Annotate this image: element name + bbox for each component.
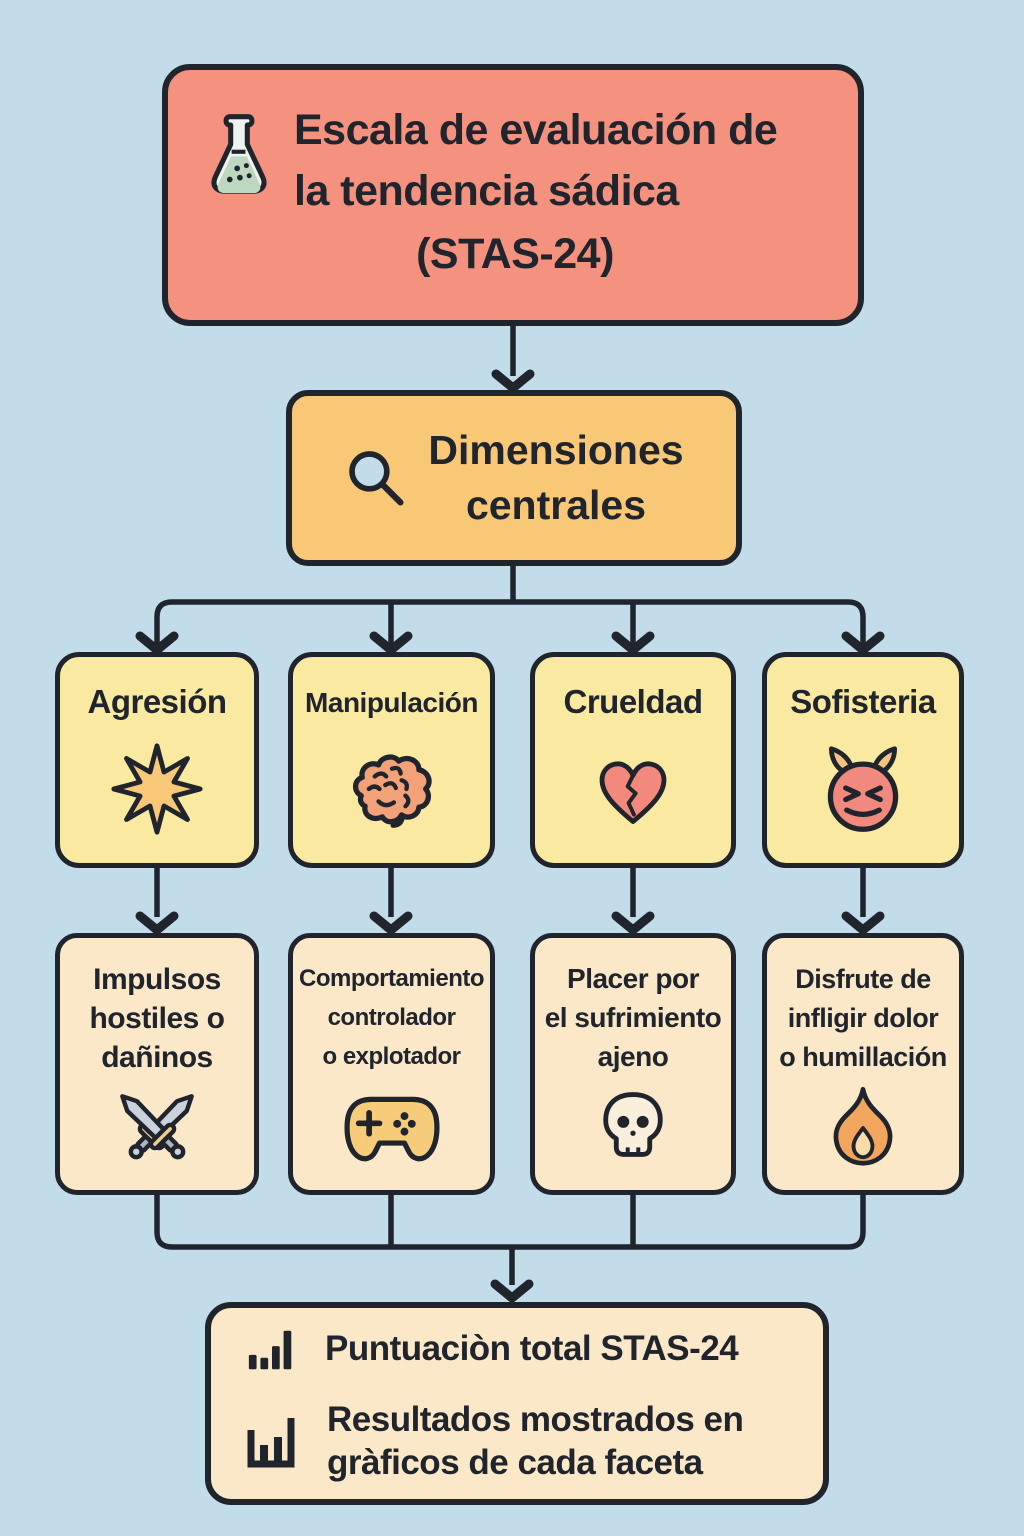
- skull-icon: [589, 1077, 677, 1190]
- desc-box-agresion: Impulsos hostiles o dañinos: [55, 933, 259, 1195]
- title-line-2: la tendencia sádica: [294, 167, 679, 216]
- result-row2-line2: gràficos de cada faceta: [327, 1442, 703, 1482]
- dimensions-box: Dimensiones centrales: [286, 390, 742, 566]
- facet-box-crueldad: Crueldad: [530, 652, 736, 868]
- facet-label: Sofisteria: [790, 683, 936, 720]
- desc-line: el sufrimiento: [544, 1001, 722, 1033]
- desc-line: Disfrute de: [795, 964, 931, 994]
- desc-line: hostiles o: [89, 1002, 225, 1035]
- facet-box-agresion: Agresión: [55, 652, 259, 868]
- facet-label: Agresión: [87, 683, 227, 720]
- desc-line: ajeno: [597, 1040, 669, 1072]
- facet-box-sofisteria: Sofisteria: [762, 652, 964, 868]
- desc-line: Impulsos: [93, 963, 221, 996]
- crossed-swords-icon: [108, 1077, 206, 1190]
- dimensions-line-1: Dimensiones: [428, 426, 684, 473]
- desc-line: Comportamiento: [299, 965, 485, 992]
- game-controller-icon: [340, 1077, 444, 1190]
- fire-icon: [820, 1077, 906, 1190]
- broken-heart-icon: [589, 729, 677, 863]
- desc-box-manipulacion: Comportamiento controlador o explotador: [288, 933, 495, 1195]
- desc-line: o explotador: [322, 1042, 461, 1070]
- branch-rail: [154, 599, 866, 644]
- devil-face-icon: [815, 729, 911, 863]
- desc-box-sofisteria: Disfrute de infligir dolor o humillación: [762, 933, 964, 1195]
- title-line-1: Escala de evaluación de: [294, 106, 778, 154]
- title-box: Escala de evaluación de la tendencia sád…: [162, 64, 864, 326]
- starburst-icon: [109, 729, 205, 863]
- result-row1-text: Puntuaciòn total STAS-24: [325, 1329, 739, 1369]
- merge-rail: [154, 1195, 866, 1250]
- bar-chart-ascending-icon: [245, 1323, 299, 1377]
- desc-line: Placer por: [567, 963, 699, 994]
- facet-label: Manipulación: [305, 687, 478, 718]
- dimensions-line-2: centrales: [465, 482, 647, 528]
- bar-chart-frame-icon: [245, 1414, 301, 1470]
- flask-icon: [202, 113, 276, 209]
- desc-box-crueldad: Placer por el sufrimiento ajeno: [530, 933, 736, 1195]
- desc-line: infligir dolor: [787, 1002, 939, 1033]
- magnifier-icon: [344, 446, 408, 510]
- result-box: Puntuaciòn total STAS-24 Resultados most…: [205, 1302, 829, 1505]
- facet-box-manipulacion: Manipulación: [288, 652, 495, 868]
- desc-line: dañinos: [101, 1041, 213, 1074]
- facet-label: Crueldad: [563, 683, 703, 720]
- result-row2-line1: Resultados mostrados en: [327, 1399, 744, 1439]
- title-line-3: (STAS-24): [416, 230, 614, 279]
- brain-icon: [342, 727, 442, 863]
- desc-line: controlador: [327, 1003, 456, 1031]
- desc-line: o humillación: [779, 1041, 947, 1072]
